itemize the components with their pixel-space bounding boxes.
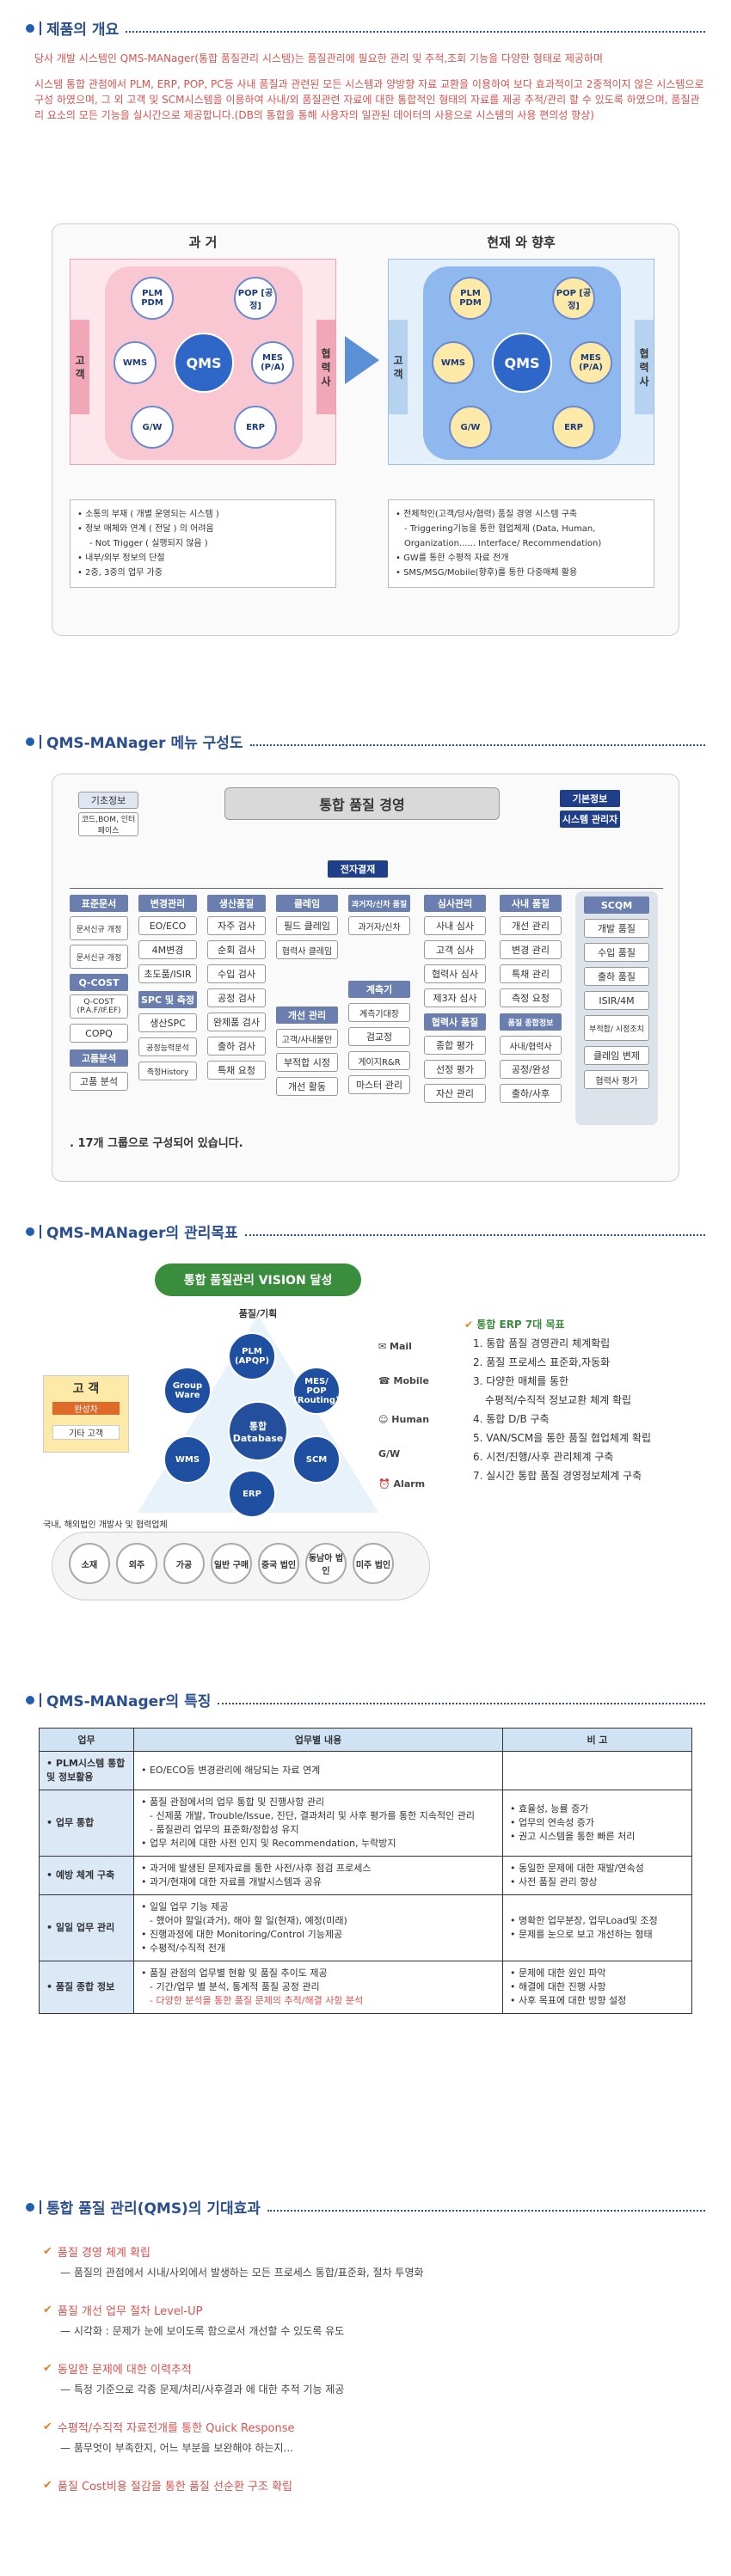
table-row: • 일일 업무 관리 • 일일 업무 기능 제공 - 했어야 할일(과거), 해… xyxy=(39,1894,692,1961)
section-title: QMS-MANager의 특징 xyxy=(26,1689,705,1710)
past-diagram: 고 객 협 력 사 QMS PLM PDM POP [공정] WMS MES (… xyxy=(70,259,336,465)
alarm-icon: ⏰ Alarm xyxy=(378,1478,426,1490)
check-icon: ✔ xyxy=(43,2362,52,2375)
section-menu: QMS-MANager 메뉴 구성도 기초정보 코드,BOM, 인터페이스 통합… xyxy=(26,731,705,1182)
list-item: ✔동일한 문제에 대한 이력추적 — 특정 기준으로 각종 문제/처리/사후결과… xyxy=(43,2362,345,2395)
features-table: 업무 업무별 내용 비 고 • PLM시스템 통합 및 정보활용 • EO/EC… xyxy=(39,1728,692,2014)
table-row: • 품질 종합 정보 • 품질 관점의 업무별 현황 및 품질 추이도 제공 -… xyxy=(39,1961,692,2014)
past-notes: • 소통의 부재 ( 개별 운영되는 시스템 ) • 정보 매체와 연계 ( 전… xyxy=(70,499,336,588)
menu-footer: . 17개 그룹으로 구성되어 있습니다. xyxy=(70,1137,243,1150)
goals-list: ✔ 통합 ERP 7대 목표 1. 통합 품질 경영관리 체계확립 2. 품질 … xyxy=(464,1319,651,1482)
list-item: ✔품질 경영 체계 확립 — 품질의 관점에서 시내/사외에서 발생하는 모든 … xyxy=(43,2245,424,2279)
section-overview: 제품의 개요 당사 개발 시스템인 QMS-MANager(통합 품질관리 시스… xyxy=(26,17,705,636)
section-goals: QMS-MANager의 관리목표 통합 품질관리 VISION 달성 품질/기… xyxy=(26,1221,705,1600)
intro-text: 당사 개발 시스템인 QMS-MANager(통합 품질관리 시스템)는 품질관… xyxy=(34,52,704,121)
check-icon: ✔ xyxy=(43,2420,52,2433)
qms-hub: QMS xyxy=(174,333,234,393)
section-title: 통합 품질 관리(QMS)의 기대효과 xyxy=(26,2196,705,2218)
past-present-panel: 과 거 현재 와 향후 고 객 협 력 사 QMS PLM PDM POP [공… xyxy=(52,223,679,636)
mail-icon: ✉ Mail xyxy=(378,1341,412,1352)
arrow-right-icon xyxy=(345,336,379,384)
check-icon: ✔ xyxy=(464,1319,477,1331)
table-row: • PLM시스템 통합 및 정보활용 • EO/ECO등 변경관리에 해당되는 … xyxy=(39,1751,692,1790)
vision-badge: 통합 품질관리 VISION 달성 xyxy=(155,1264,361,1296)
section-title: QMS-MANager의 관리목표 xyxy=(26,1221,705,1242)
table-row: • 예방 체계 구축 • 과거에 발생된 문제자료를 통한 사전/사후 점검 프… xyxy=(39,1856,692,1895)
list-item: ✔수평적/수직적 자료전개를 통한 Quick Response — 품무엇이 … xyxy=(43,2420,295,2454)
list-item: ✔품질 개선 업무 절차 Level-UP — 시각화 : 문제가 눈에 보이도… xyxy=(43,2304,345,2337)
check-icon: ✔ xyxy=(43,2479,52,2492)
effects-list: ✔품질 경영 체계 확립 — 품질의 관점에서 시내/사외에서 발생하는 모든 … xyxy=(26,2243,705,2493)
section-title: QMS-MANager 메뉴 구성도 xyxy=(26,731,705,752)
bullet-icon xyxy=(26,23,34,33)
human-icon: ☺ Human xyxy=(378,1414,430,1425)
section-title: 제품의 개요 xyxy=(26,17,705,39)
check-icon: ✔ xyxy=(43,2245,52,2258)
present-notes: • 전체적인(고객/당사/협력) 품질 경영 시스템 구축 - Triggeri… xyxy=(388,499,654,588)
top-node: 통합 품질 경영 xyxy=(224,787,500,820)
mobile-icon: ☎ Mobile xyxy=(378,1375,429,1386)
section-features: QMS-MANager의 특징 업무 업무별 내용 비 고 • PLM시스템 통… xyxy=(26,1689,705,2014)
present-diagram: 고 객 협 력 사 QMS PLM PDM POP [공정] WMS MES (… xyxy=(388,259,654,465)
table-row: • 업무 통합 • 품질 관점에서의 업무 통합 및 진행사항 관리 - 신제품… xyxy=(39,1790,692,1857)
menu-diagram: 기초정보 코드,BOM, 인터페이스 통합 품질 경영 기본정보 시스템 관리자… xyxy=(52,774,679,1182)
section-effects: 통합 품질 관리(QMS)의 기대효과 ✔품질 경영 체계 확립 — 품질의 관… xyxy=(26,2196,705,2516)
list-item: ✔품질 Cost비용 절감을 통한 품질 선순환 구조 확립 xyxy=(43,2479,293,2493)
check-icon: ✔ xyxy=(43,2304,52,2316)
vision-diagram: 통합 품질관리 VISION 달성 품질/기획 통합 Database PLM … xyxy=(43,1264,447,1607)
